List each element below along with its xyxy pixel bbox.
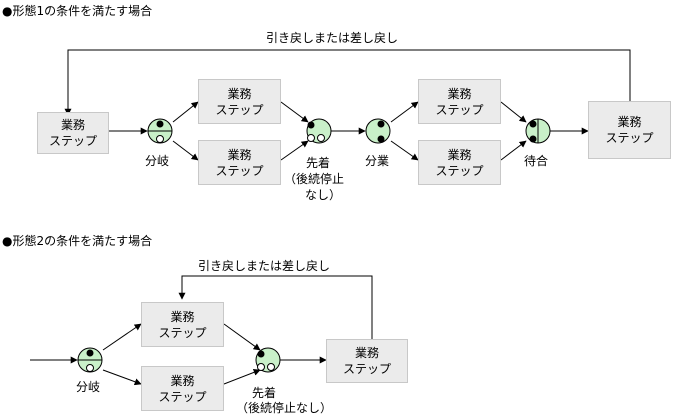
business-step-lower-s2: 業務 ステップ: [141, 366, 224, 411]
branch-node-1: [147, 118, 173, 144]
business-step-upper-1: 業務 ステップ: [198, 79, 281, 124]
business-step-end-s2: 業務 ステップ: [326, 339, 408, 383]
step-line1: 業務: [617, 115, 642, 129]
step-line1: 業務: [354, 346, 379, 360]
business-step-upper-2: 業務 ステップ: [418, 79, 501, 124]
branch-label-1: 分岐: [145, 154, 170, 168]
first-arrival-note-1-line1: （後続停止: [284, 172, 345, 186]
first-arrival-note-2: （後続停止なし）: [236, 401, 333, 415]
arrow-top-step-to-wait: [500, 101, 527, 123]
step-line2: ステップ: [435, 102, 484, 117]
step-line1: 業務: [170, 309, 195, 324]
split-label: 分業: [365, 154, 390, 168]
wait-label: 待合: [524, 154, 549, 168]
return-arrow-2: [178, 275, 373, 339]
step-line1: 業務: [227, 86, 252, 101]
step-line2: ステップ: [215, 102, 264, 117]
arrow-branch-to-top-step: [172, 101, 199, 123]
arrow-bottom-step-to-wait: [500, 140, 527, 161]
step-line2: ステップ: [48, 134, 97, 148]
arrow-bottom-step-to-first-arrival: [280, 140, 309, 161]
step-line2: ステップ: [435, 163, 484, 178]
return-arrow-1: [64, 49, 631, 116]
first-arrival-node-2: [255, 347, 281, 373]
step-line2: ステップ: [342, 362, 391, 376]
step-line2: ステップ: [215, 163, 264, 178]
step-line1: 業務: [227, 147, 252, 162]
step-line1: 業務: [170, 373, 195, 388]
step-line2: ステップ: [158, 325, 207, 340]
section1-heading: ●形態1の条件を満たす場合: [2, 4, 153, 18]
arrow-branch-to-bottom-step: [172, 140, 199, 161]
first-arrival-label-1: 先着: [306, 156, 331, 170]
arrow-branch-to-top-step-2: [102, 323, 142, 351]
branch-label-2: 分岐: [76, 380, 101, 394]
first-arrival-node-1: [306, 118, 332, 144]
split-node: [365, 118, 391, 144]
business-step-start: 業務 ステップ: [37, 112, 109, 154]
business-step-upper-s2: 業務 ステップ: [141, 302, 224, 347]
first-arrival-label-2: 先着: [252, 386, 277, 400]
section2-return-label: 引き戻しまたは差し戻し: [198, 259, 331, 273]
arrow-branch-to-bottom-step-2: [102, 369, 142, 386]
first-arrival-note-1-line2: なし）: [305, 188, 342, 202]
step-line1: 業務: [60, 118, 85, 132]
step-line2: ステップ: [605, 131, 654, 145]
section1-return-label: 引き戻しまたは差し戻し: [266, 31, 399, 45]
business-step-lower-1: 業務 ステップ: [198, 140, 281, 185]
arrow-split-to-bottom-step: [390, 140, 419, 161]
step-line1: 業務: [447, 86, 472, 101]
arrow-top-step-to-first-arrival: [280, 101, 309, 123]
arrow-bottom-step-to-first-arrival-2: [223, 369, 261, 385]
section2-heading: ●形態2の条件を満たす場合: [2, 234, 153, 248]
business-step-end: 業務 ステップ: [588, 101, 671, 159]
step-line2: ステップ: [158, 389, 207, 404]
business-step-lower-2: 業務 ステップ: [418, 140, 501, 185]
arrow-split-to-top-step: [390, 101, 419, 123]
arrow-top-step-to-first-arrival-2: [223, 323, 261, 351]
branch-node-2: [77, 347, 103, 373]
wait-node: [525, 118, 551, 144]
step-line1: 業務: [447, 147, 472, 162]
